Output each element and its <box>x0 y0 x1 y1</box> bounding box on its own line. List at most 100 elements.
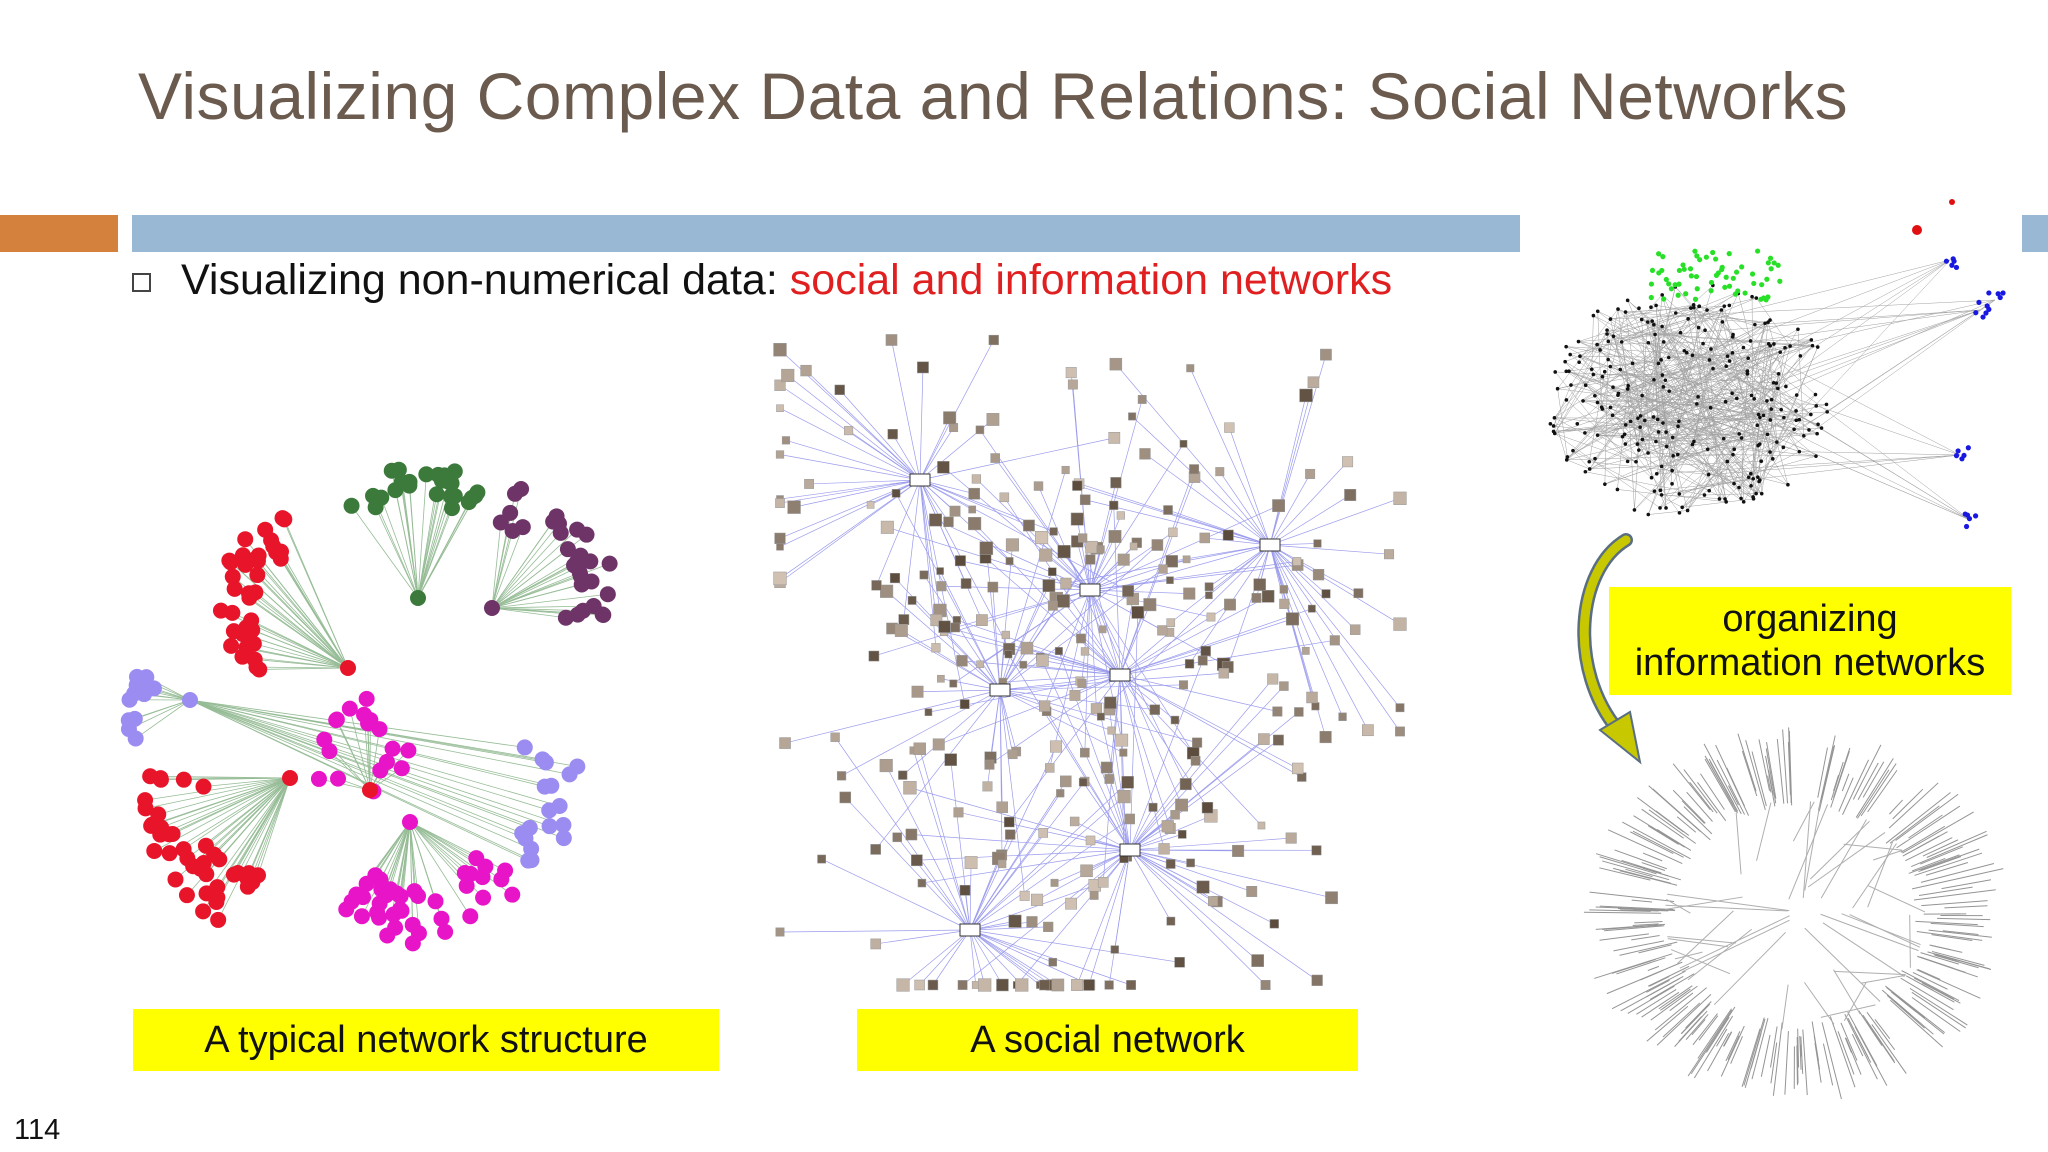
social-node <box>898 614 910 625</box>
social-node <box>1251 954 1264 967</box>
social-node <box>1042 579 1056 592</box>
accent-bar-blue <box>132 215 1520 252</box>
info-node-green <box>1710 249 1716 256</box>
info-node <box>1670 482 1674 486</box>
social-node <box>1170 715 1180 725</box>
info-node-green <box>1708 288 1714 294</box>
social-node <box>1338 712 1347 721</box>
info-node <box>1781 445 1786 450</box>
social-node <box>1179 778 1192 791</box>
info-node-blue <box>1986 290 1992 296</box>
network-node <box>178 887 195 904</box>
social-node <box>976 660 984 669</box>
social-node <box>1047 600 1058 611</box>
social-node <box>1258 733 1270 745</box>
info-node <box>1628 419 1633 424</box>
info-node <box>1788 344 1792 348</box>
social-node <box>1076 633 1086 644</box>
network-node <box>516 739 533 756</box>
social-node <box>1168 527 1178 538</box>
social-node <box>1205 591 1213 600</box>
social-node <box>936 567 944 575</box>
social-node <box>1038 828 1048 838</box>
square-bullet-icon <box>132 272 151 292</box>
social-node <box>949 423 959 432</box>
social-node <box>982 781 993 792</box>
network-node <box>210 911 227 928</box>
info-node <box>1568 352 1572 357</box>
social-node <box>1285 612 1300 626</box>
network-node <box>393 474 410 491</box>
info-node <box>1677 511 1682 515</box>
social-node <box>1005 557 1014 565</box>
social-node <box>927 979 939 991</box>
social-node <box>1204 582 1214 592</box>
info-node <box>1759 459 1764 463</box>
social-node <box>943 516 954 528</box>
network-nodes <box>120 461 618 952</box>
social-node <box>984 759 995 770</box>
info-node <box>1622 432 1627 437</box>
info-node <box>1661 340 1666 344</box>
network-node <box>358 875 375 892</box>
social-node <box>1039 979 1050 991</box>
info-node-green <box>1656 251 1662 257</box>
social-node <box>1285 832 1297 844</box>
social-node <box>1060 775 1072 788</box>
social-node <box>1020 641 1034 655</box>
info-node-blue <box>1943 258 1950 264</box>
info-node-blue <box>2000 290 2006 296</box>
info-node <box>1649 475 1654 480</box>
social-node <box>896 978 910 992</box>
info-node <box>1692 439 1696 444</box>
social-node <box>1179 440 1188 448</box>
info-node <box>1731 452 1735 457</box>
info-node-green <box>1733 269 1740 275</box>
network-node <box>559 541 576 558</box>
info-node <box>1563 359 1567 364</box>
info-node <box>1689 306 1693 310</box>
social-node <box>1104 696 1117 709</box>
network-node <box>372 762 389 779</box>
social-node <box>1166 618 1176 627</box>
social-node <box>1267 673 1279 685</box>
social-node <box>1050 878 1059 887</box>
social-node <box>1307 376 1320 389</box>
social-node <box>1023 519 1035 532</box>
network-node <box>355 889 372 906</box>
network-node <box>238 639 255 656</box>
info-node <box>1751 476 1756 481</box>
info-node <box>1768 418 1773 422</box>
social-node <box>1109 357 1123 371</box>
social-node <box>1279 585 1289 594</box>
info-node <box>1670 435 1675 440</box>
info-node <box>1684 350 1689 355</box>
social-hub <box>909 473 931 487</box>
network-node <box>514 825 531 842</box>
social-node <box>1033 481 1044 491</box>
info-node <box>1786 482 1790 487</box>
info-node <box>1798 354 1803 358</box>
network-node <box>493 871 510 888</box>
info-node <box>1739 436 1744 440</box>
info-node <box>1692 305 1696 310</box>
info-node <box>1730 351 1735 355</box>
info-node <box>1602 369 1607 374</box>
network-node <box>237 531 254 548</box>
info-node <box>1548 422 1553 426</box>
social-node <box>1163 505 1173 515</box>
social-node <box>776 543 784 551</box>
info-node-green <box>1777 278 1783 284</box>
info-node <box>1754 491 1758 496</box>
info-node-green <box>1659 267 1665 274</box>
info-node <box>1595 400 1600 405</box>
social-node <box>775 450 785 459</box>
network-node <box>504 886 521 903</box>
social-node <box>931 643 941 653</box>
social-node <box>911 854 923 867</box>
info-node <box>1567 369 1571 374</box>
network-node <box>392 888 409 905</box>
network-node <box>468 850 485 867</box>
social-node <box>1299 388 1313 403</box>
social-node <box>1313 539 1322 548</box>
